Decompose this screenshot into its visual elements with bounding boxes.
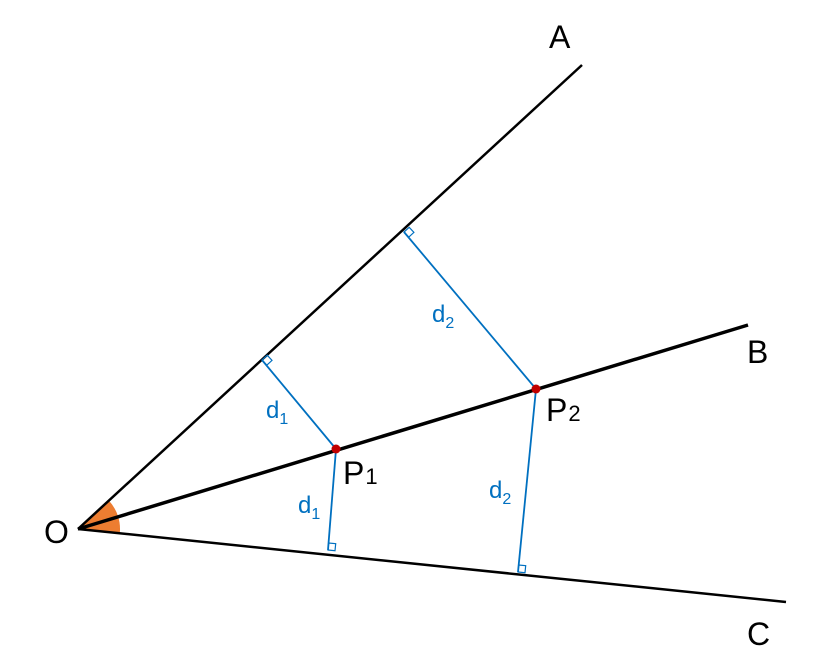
perpendicular-p1-oc [327,448,337,551]
right-angle-marker [261,354,273,367]
right-angle-marker [327,542,337,552]
label-b: B [747,334,768,370]
label-d2-lower: d2 [489,477,511,508]
label-d2-upper: d2 [432,301,454,332]
perpendicular-p2-oc [517,388,537,573]
label-a: A [549,19,571,55]
point-p1 [331,444,341,454]
ray-oa [77,64,583,530]
label-d1-upper: d1 [266,397,288,428]
perpendicular-p1-oa [261,359,337,450]
label-p2: P2 [546,392,581,428]
perpendicular-p2-oa [403,231,537,390]
ray-oc [77,527,787,604]
label-o: O [44,514,69,550]
right-angle-marker [517,564,527,574]
point-p2 [531,384,541,394]
right-angle-marker [403,226,415,239]
label-c: C [747,616,770,652]
ray-ob-bisector [77,323,749,531]
label-p1: P1 [343,455,378,491]
label-d1-lower: d1 [298,492,320,523]
